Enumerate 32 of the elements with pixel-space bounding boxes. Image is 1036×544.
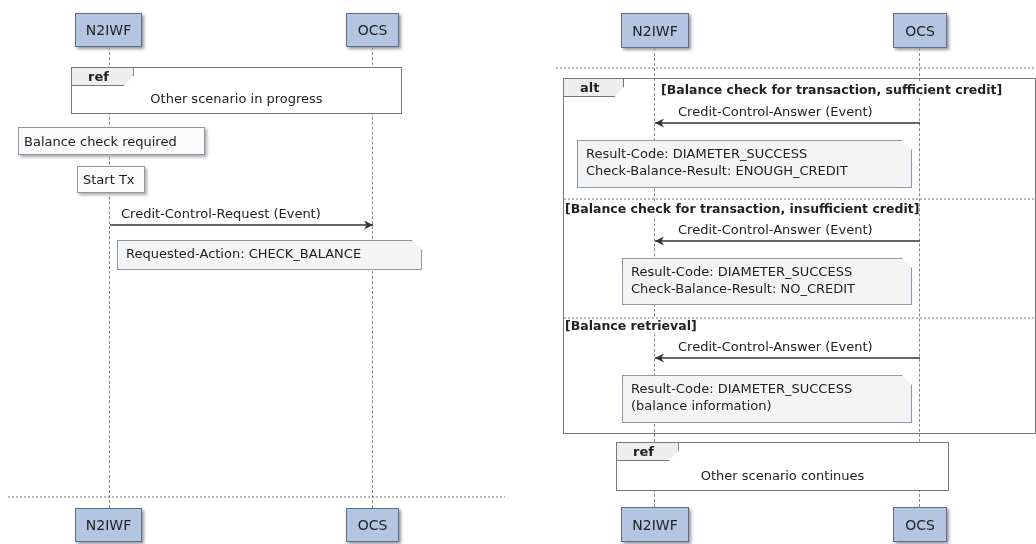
frame-tab: ref [72,68,134,86]
edge-label: Credit-Control-Answer (Event) [677,339,874,354]
guard-condition: [Balance check for transaction, insufficient credit] [565,201,920,216]
participant-box: OCS [346,508,399,542]
frame-tab: alt [564,79,625,97]
action-box: Balance check required [18,127,205,155]
note-box: Result-Code: DIAMETER_SUCCESS Check-Balance-Result: NO_CREDIT [622,258,912,305]
note-box: Result-Code: DIAMETER_SUCCESS (balance information) [622,375,912,423]
edge-label: Credit-Control-Answer (Event) [677,222,874,237]
edge-label: Credit-Control-Request (Event) [120,206,322,221]
participant-box: OCS [346,13,399,47]
frame-text: Other scenario in progress [149,91,324,106]
frame-text: Other scenario continues [699,468,866,483]
guard-condition: [Balance check for transaction, sufficient credit] [661,82,1003,97]
frame-tab: ref [617,443,679,461]
message-arrow [654,118,921,128]
ref-frame [71,67,402,114]
message-arrow [654,236,921,246]
message-arrow [109,220,374,230]
participant-box: N2IWF [75,508,142,542]
note-box: Result-Code: DIAMETER_SUCCESS Check-Balance-Result: ENOUGH_CREDIT [577,140,912,188]
participant-box: OCS [893,13,947,48]
ref-frame [616,442,949,491]
participant-box: N2IWF [621,13,689,48]
note-box: Requested-Action: CHECK_BALANCE [117,240,422,270]
participant-box: N2IWF [621,507,689,542]
guard-condition: [Balance retrieval] [565,318,697,333]
edge-label: Credit-Control-Answer (Event) [677,104,874,119]
action-box: Start Tx [77,166,145,193]
participant-box: N2IWF [75,13,142,47]
message-arrow [654,353,921,363]
participant-box: OCS [893,507,947,542]
